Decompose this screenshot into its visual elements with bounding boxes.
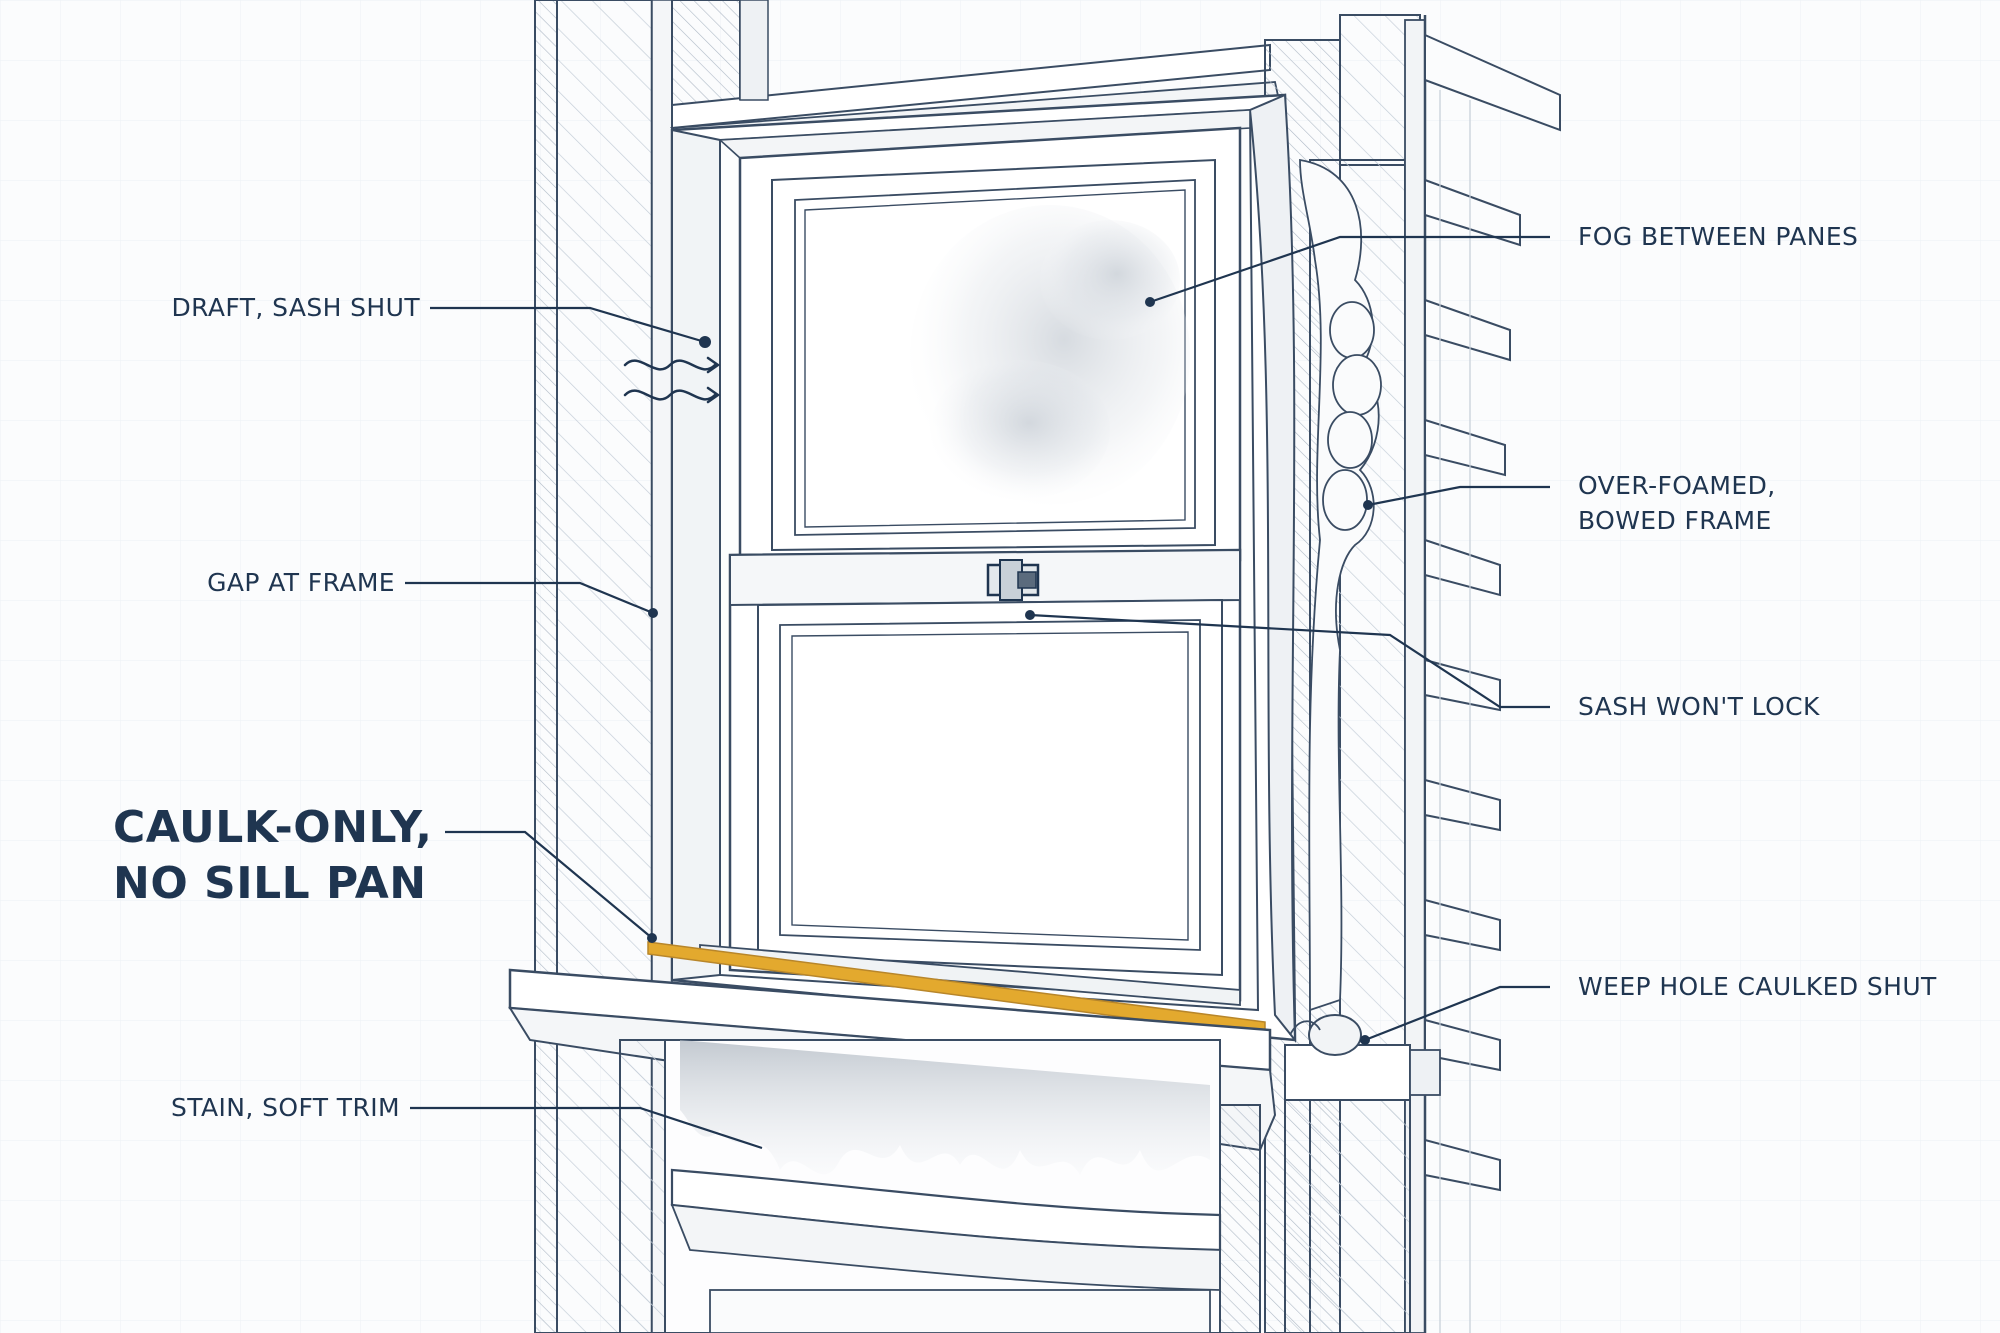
label-gap-at-frame: GAP AT FRAME [207,568,395,597]
label-fog-between-panes: FOG BETWEEN PANES [1578,222,1859,251]
leader-dots [647,297,1373,1045]
label-stain-soft-trim: STAIN, SOFT TRIM [171,1093,400,1122]
apron-trim [619,1039,1411,1333]
lower-sash [699,548,1242,1006]
expanding-foam [1299,158,1382,1012]
label-over-foamed-line2: BOWED FRAME [1578,506,1772,535]
label-weep-hole: WEEP HOLE CAULKED SHUT [1578,972,1937,1001]
draft-arrows-icon [623,356,721,404]
weep-hole-caulk [1308,1014,1362,1056]
upper-sash [738,126,1242,567]
water-stain [680,1040,1210,1175]
label-caulk-line2: NO SILL PAN [113,858,427,909]
window-header [669,0,1282,146]
label-draft: DRAFT, SASH SHUT [171,293,420,322]
leader-lines [405,235,1550,1150]
sash-lock [986,559,1040,601]
label-caulk-line1: CAULK-ONLY, [113,802,433,853]
label-over-foamed-line1: OVER-FOAMED, [1578,471,1776,500]
label-sash-wont-lock: SASH WON'T LOCK [1578,692,1820,721]
